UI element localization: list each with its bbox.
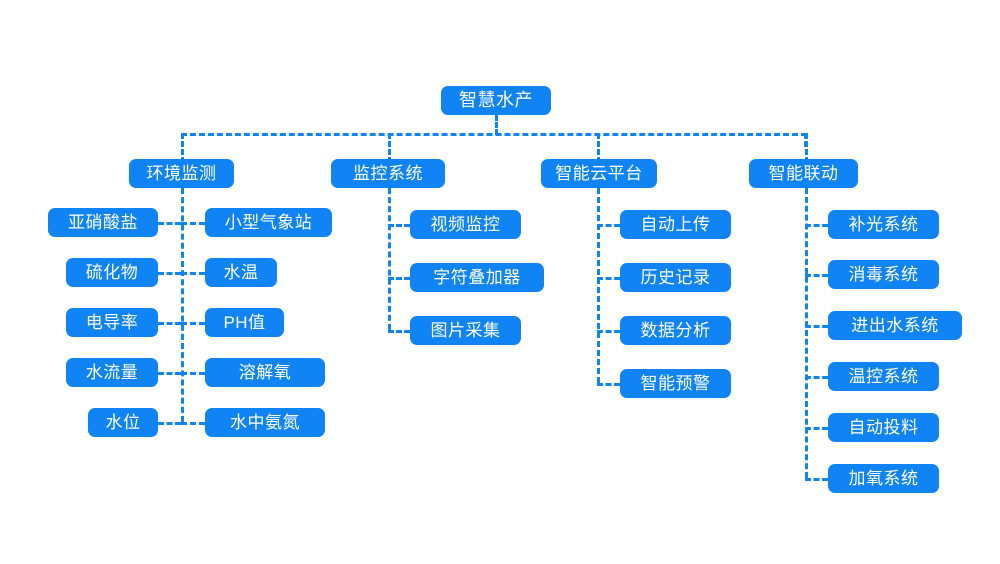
node-cloud-platform[interactable]: 智能云平台 xyxy=(541,159,657,188)
connector-drop-smart-linkage xyxy=(805,133,808,163)
node-water-level[interactable]: 水位 xyxy=(88,408,158,437)
node-data-analysis[interactable]: 数据分析 xyxy=(620,316,731,345)
connector-arm-waterflow xyxy=(158,372,181,375)
connector-arm-oxygenation xyxy=(805,478,828,481)
connector-arm-water-inout xyxy=(805,325,828,328)
connector-arm-video-monitor xyxy=(388,224,410,227)
node-disinfection-system[interactable]: 消毒系统 xyxy=(828,260,939,289)
node-video-monitor[interactable]: 视频监控 xyxy=(410,210,521,239)
node-temperature-control-system[interactable]: 温控系统 xyxy=(828,362,939,391)
node-surveillance[interactable]: 监控系统 xyxy=(331,159,445,188)
connector-arm-fill-light xyxy=(805,224,828,227)
connector-arm-history-log xyxy=(597,277,620,280)
connector-arm-smart-alert xyxy=(597,383,620,386)
node-fill-light-system[interactable]: 补光系统 xyxy=(828,210,939,239)
node-water-temperature[interactable]: 水温 xyxy=(205,258,277,287)
connector-arm-temperature-control xyxy=(805,376,828,379)
connector-arm-ph xyxy=(181,322,205,325)
node-smart-alert[interactable]: 智能预警 xyxy=(620,369,731,398)
node-auto-feeding[interactable]: 自动投料 xyxy=(828,413,939,442)
connector-spine-cloud-platform xyxy=(597,188,600,383)
connector-arm-nitrite xyxy=(158,222,181,225)
node-image-capture[interactable]: 图片采集 xyxy=(410,316,521,345)
connector-arm-disinfection xyxy=(805,274,828,277)
connector-arm-dissolved-oxygen xyxy=(181,372,205,375)
connector-arm-sulfide xyxy=(158,272,181,275)
node-water-flow[interactable]: 水流量 xyxy=(66,358,158,387)
node-history-record[interactable]: 历史记录 xyxy=(620,263,731,292)
connector-arm-water-temp xyxy=(181,272,205,275)
connector-arm-conductivity xyxy=(158,322,181,325)
connector-spine-env-monitor xyxy=(181,188,184,422)
connector-drop-cloud-platform xyxy=(597,133,600,163)
node-ammonia-nitrogen[interactable]: 水中氨氮 xyxy=(205,408,325,437)
node-env-monitor[interactable]: 环境监测 xyxy=(129,159,234,188)
connector-spine-smart-linkage xyxy=(805,188,808,478)
node-root-smart-aquaculture[interactable]: 智慧水产 xyxy=(441,86,551,115)
connector-arm-waterlevel xyxy=(158,422,181,425)
connector-top-bus xyxy=(181,133,807,147)
node-dissolved-oxygen[interactable]: 溶解氧 xyxy=(205,358,325,387)
node-weather-station[interactable]: 小型气象站 xyxy=(205,208,332,237)
connector-arm-auto-feeding xyxy=(805,427,828,430)
connector-arm-data-analysis xyxy=(597,330,620,333)
node-water-inlet-outlet-system[interactable]: 进出水系统 xyxy=(828,311,962,340)
node-character-overlay[interactable]: 字符叠加器 xyxy=(410,263,544,292)
node-sulfide[interactable]: 硫化物 xyxy=(66,258,158,287)
connector-root-stem xyxy=(495,115,498,135)
node-nitrite[interactable]: 亚硝酸盐 xyxy=(48,208,158,237)
connector-arm-auto-upload xyxy=(597,224,620,227)
node-oxygenation-system[interactable]: 加氧系统 xyxy=(828,464,939,493)
node-auto-upload[interactable]: 自动上传 xyxy=(620,210,731,239)
node-conductivity[interactable]: 电导率 xyxy=(66,308,158,337)
node-smart-linkage[interactable]: 智能联动 xyxy=(749,159,858,188)
connector-arm-image-capture xyxy=(388,330,410,333)
connector-arm-char-overlay xyxy=(388,277,410,280)
connector-spine-surveillance xyxy=(388,188,391,330)
connector-arm-ammonia-nitrogen xyxy=(181,422,205,425)
connector-arm-weather-station xyxy=(181,222,205,225)
connector-drop-env-monitor xyxy=(181,133,184,163)
node-ph-value[interactable]: PH值 xyxy=(205,308,284,337)
connector-drop-surveillance xyxy=(388,133,391,163)
